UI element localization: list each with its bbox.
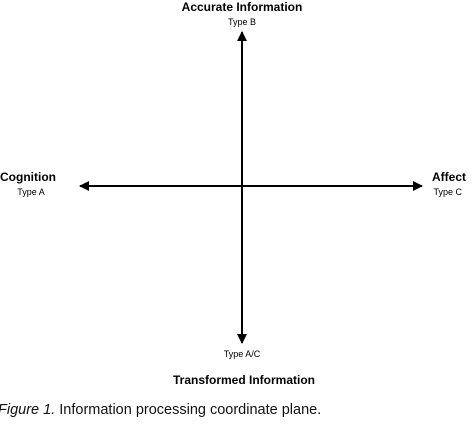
figure-label: Figure 1.	[0, 402, 56, 418]
left-axis-type: Type A	[17, 187, 45, 197]
caption-text: Information processing coordinate plane.	[55, 402, 322, 418]
top-axis-type: Type B	[227, 17, 257, 27]
top-axis-title: Accurate Information	[181, 0, 303, 14]
figure-caption: Figure 1. Information processing coordin…	[0, 402, 321, 418]
right-axis-title: Affect	[431, 170, 466, 184]
bottom-axis-type: Type A/C	[223, 349, 261, 359]
left-axis-title: Cognition	[0, 170, 56, 184]
right-axis-type: Type C	[433, 187, 462, 197]
bottom-axis-title: Transformed Information	[172, 373, 316, 387]
